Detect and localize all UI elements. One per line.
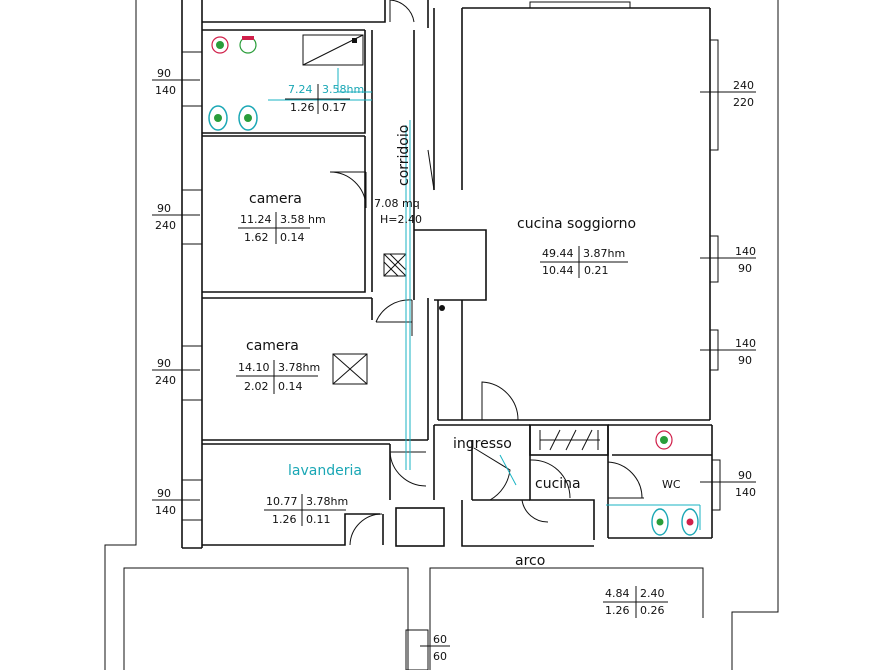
room-arco: arco (515, 553, 545, 569)
arco-label: arco (515, 553, 545, 569)
cucina-area: 49.44 (542, 247, 574, 260)
ingresso-label: ingresso (453, 436, 512, 452)
window-left-1-top: 90 (157, 67, 171, 80)
window-dims-left: 90 140 90 240 90 240 90 140 (155, 67, 176, 517)
window-right-3-bottom: 90 (738, 354, 752, 367)
bath-value-b: 0.17 (322, 101, 347, 114)
window-right-1-top: 240 (733, 79, 754, 92)
wc-label: WC (662, 478, 681, 491)
cucina-height: 3.87hm (583, 247, 625, 260)
corridoio-height: H=2.40 (380, 213, 422, 226)
lavanderia-value-a: 1.26 (272, 513, 297, 526)
room-camera-2: camera 14.10 3.78hm 2.02 0.14 (236, 338, 320, 394)
room-cucina-soggiorno: cucina soggiorno 49.44 3.87hm 10.44 0.21 (517, 216, 636, 278)
windows-right (405, 1, 756, 670)
exterior-outline (104, 0, 779, 670)
window-left-3-bottom: 240 (155, 374, 176, 387)
cucina-label: cucina soggiorno (517, 216, 636, 232)
lavanderia-height: 3.78hm (306, 495, 348, 508)
bath-value-a: 1.26 (290, 101, 315, 114)
camera-1-value-b: 0.14 (280, 231, 305, 244)
room-wc: WC (662, 478, 681, 491)
camera-2-value-b: 0.14 (278, 380, 303, 393)
camera-1-area: 11.24 (240, 213, 272, 226)
bath-height: 3.58hm (322, 83, 364, 96)
window-right-2-bottom: 90 (738, 262, 752, 275)
room-corridoio: corridoio 7.08 mq H=2.40 (374, 125, 422, 226)
window-right-2-top: 140 (735, 245, 756, 258)
annotation-lines (268, 68, 701, 530)
window-right-4-bottom: 140 (735, 486, 756, 499)
room-camera-1: camera 11.24 3.58 hm 1.62 0.14 (238, 191, 326, 244)
corridoio-label: corridoio (396, 125, 412, 186)
window-bottom-top: 60 (433, 633, 447, 646)
room-bath-upper: 7.24 3.58hm 1.26 0.17 (285, 83, 364, 114)
lower-right-value-a: 1.26 (605, 604, 630, 617)
window-left-1-bottom: 140 (155, 84, 176, 97)
cucina-value-b: 0.21 (584, 264, 609, 277)
doors (329, 0, 644, 546)
lavanderia-area: 10.77 (266, 495, 298, 508)
lower-right-area: 4.84 (605, 587, 630, 600)
room-lower-right: 4.84 2.40 1.26 0.26 (603, 586, 668, 618)
room-ingresso: ingresso (453, 436, 512, 452)
window-dims-right: 240 220 140 90 140 90 90 140 (733, 79, 756, 499)
window-left-4-top: 90 (157, 487, 171, 500)
room-lavanderia: lavanderia 10.77 3.78hm 1.26 0.11 (264, 463, 362, 526)
window-left-2-top: 90 (157, 202, 171, 215)
room-cucina-small: cucina (535, 476, 581, 492)
window-right-1-bottom: 220 (733, 96, 754, 109)
camera-2-height: 3.78hm (278, 361, 320, 374)
camera-2-area: 14.10 (238, 361, 270, 374)
cucina-small-label: cucina (535, 476, 581, 492)
window-right-3-top: 140 (735, 337, 756, 350)
camera-1-label: camera (249, 191, 302, 207)
window-left-2-bottom: 240 (155, 219, 176, 232)
camera-1-value-a: 1.62 (244, 231, 269, 244)
window-dims-bottom: 60 60 (420, 633, 450, 663)
window-right-4-top: 90 (738, 469, 752, 482)
window-bottom-bottom: 60 (433, 650, 447, 663)
cucina-value-a: 10.44 (542, 264, 574, 277)
shower-fixture (302, 34, 364, 66)
cabinet-fixture (539, 429, 600, 451)
camera-2-label: camera (246, 338, 299, 354)
toilet-icon-wc (651, 430, 699, 536)
window-left-3-top: 90 (157, 357, 171, 370)
lavanderia-value-b: 0.11 (306, 513, 331, 526)
corridoio-area: 7.08 mq (374, 197, 420, 210)
lower-right-height: 2.40 (640, 587, 665, 600)
window-left-4-bottom: 140 (155, 504, 176, 517)
toilet-icon-bath (208, 36, 258, 131)
camera-1-height: 3.58 hm (280, 213, 326, 226)
camera-2-value-a: 2.02 (244, 380, 269, 393)
windows-left (152, 51, 202, 521)
bath-area: 7.24 (288, 83, 313, 96)
lavanderia-label: lavanderia (288, 463, 362, 479)
walls (181, 0, 713, 549)
lower-right-value-b: 0.26 (640, 604, 665, 617)
